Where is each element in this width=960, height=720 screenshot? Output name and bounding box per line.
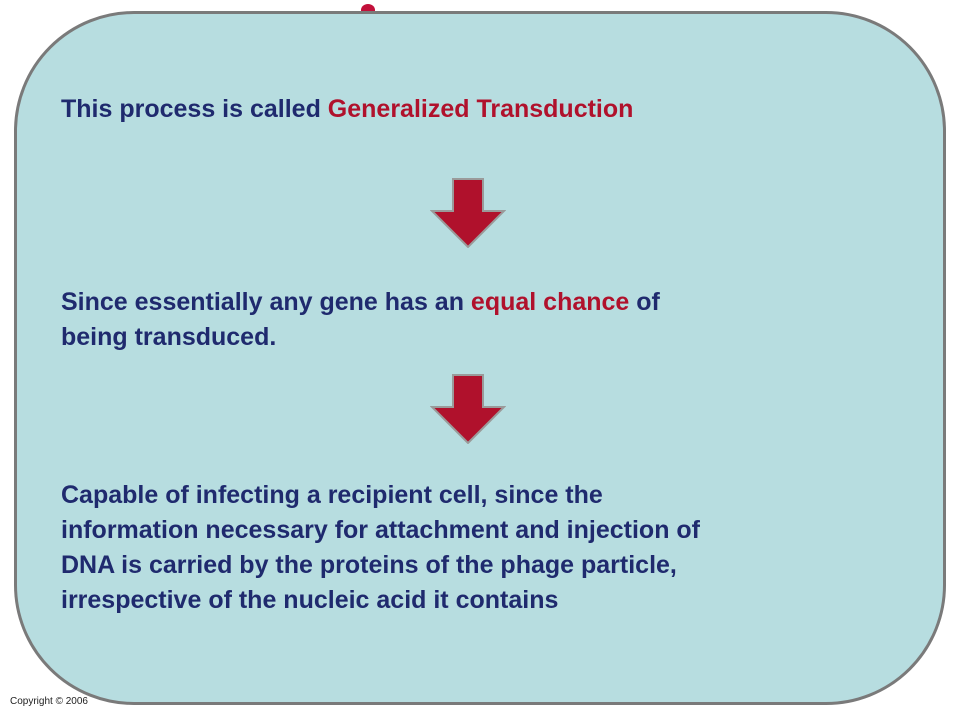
paragraph-2-suffix: of: [629, 288, 660, 316]
down-arrow-icon: [430, 374, 506, 444]
paragraph-2-line-1: Since essentially any gene has an equal …: [61, 285, 660, 320]
term-generalized-transduction: Generalized Transduction: [327, 95, 634, 123]
paragraph-generalized-transduction: This process is called Generalized Trans…: [61, 92, 633, 127]
term-equal-chance: equal chance: [470, 288, 630, 316]
paragraph-2-prefix: Since essentially any gene has an: [61, 288, 471, 316]
content-panel: [14, 11, 946, 705]
paragraph-2-line-2: being transduced.: [61, 323, 277, 351]
paragraph-3-line-1: Capable of infecting a recipient cell, s…: [61, 481, 603, 509]
down-arrow-icon: [430, 178, 506, 248]
copyright-notice: Copyright © 2006: [10, 696, 88, 707]
paragraph-3-line-3: DNA is carried by the proteins of the ph…: [61, 551, 677, 579]
paragraph-3-line-2: information necessary for attachment and…: [61, 516, 701, 544]
paragraph-3-line-4: irrespective of the nucleic acid it cont…: [61, 586, 559, 614]
paragraph-1-prefix: This process is called: [61, 95, 328, 123]
